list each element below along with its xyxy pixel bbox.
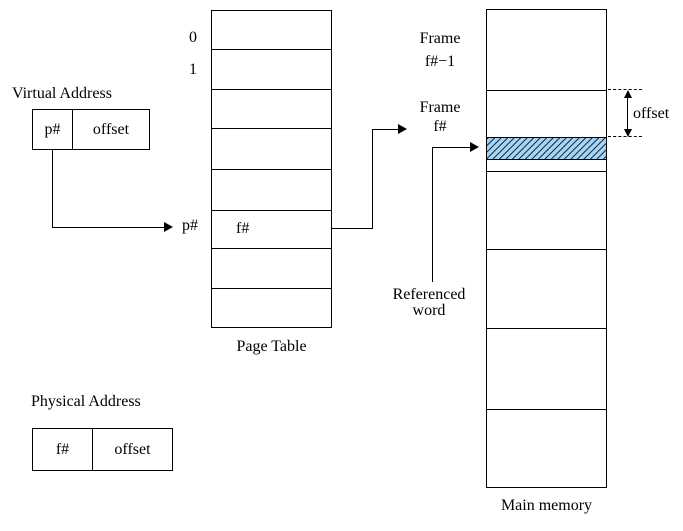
frame-target-label: Frame f#: [405, 98, 475, 136]
va-page-number-cell: p#: [33, 110, 73, 149]
main-memory-box: [486, 9, 607, 488]
physical-address-title: Physical Address: [31, 393, 141, 410]
main-memory-row-divider: [487, 409, 606, 410]
page-table-row-divider: [212, 89, 331, 90]
pagetable-to-frame-arrow-head: [398, 124, 407, 134]
main-memory-row-divider: [487, 171, 606, 172]
page-table-pointer-label: p#: [182, 217, 198, 234]
referenced-word-connector-vertical: [432, 148, 433, 282]
main-memory-title: Main memory: [500, 497, 593, 514]
pagetable-to-frame-connector-bottom: [332, 228, 372, 229]
virtual-address-title: Virtual Address: [12, 85, 112, 102]
frame-target-label-line1: Frame: [419, 99, 461, 116]
frame-above-label-line2: f#−1: [424, 53, 456, 70]
offset-dimension-arrow-head-down: [624, 129, 632, 137]
frame-above-label-line1: Frame: [419, 30, 461, 47]
pa-offset-cell: offset: [114, 440, 151, 458]
page-table-row-divider: [212, 210, 331, 211]
offset-dimension-label: offset: [633, 105, 670, 122]
virtual-address-box: p# offset: [32, 109, 150, 150]
main-memory-row-divider: [487, 249, 606, 250]
main-memory-row-divider: [487, 328, 606, 329]
pa-frame-number-cell: f#: [33, 429, 93, 470]
pagetable-to-frame-connector-vertical: [372, 129, 373, 229]
pagetable-to-frame-connector-top: [372, 129, 398, 130]
va-to-pagetable-arrow-head: [164, 222, 173, 232]
physical-address-box: f# offset: [32, 428, 173, 471]
offset-dimension-arrow-line: [627, 95, 628, 132]
page-table-title: Page Table: [236, 338, 307, 355]
offset-dimension-arrow-head-up: [624, 90, 632, 98]
main-memory-row-divider: [487, 90, 606, 91]
referenced-word-label-line2: word: [412, 302, 446, 319]
referenced-word-label-line1: Referenced: [392, 286, 466, 303]
page-table-box: f#: [211, 10, 332, 328]
frame-above-label: Frame f#−1: [405, 27, 475, 73]
page-table-row-divider: [212, 49, 331, 50]
referenced-word-hatched-cell: [487, 137, 606, 160]
page-table-entry-value: f#: [236, 220, 250, 237]
va-to-pagetable-connector-horizontal: [52, 227, 164, 228]
page-table-row-divider: [212, 128, 331, 129]
offset-dimension-dashed-top: [608, 89, 642, 90]
va-to-pagetable-connector-vertical: [52, 150, 53, 228]
page-table-row-divider: [212, 288, 331, 289]
frame-target-label-line2: f#: [433, 118, 447, 135]
va-offset-cell: offset: [92, 120, 130, 138]
referenced-word-label: Referenced word: [379, 287, 479, 319]
page-table-index-0: 0: [189, 29, 197, 46]
page-table-index-1: 1: [189, 61, 197, 78]
page-table-row-divider: [212, 169, 331, 170]
referenced-word-connector-horizontal: [432, 147, 470, 148]
page-table-row-divider: [212, 248, 331, 249]
referenced-word-arrow-head: [470, 142, 479, 152]
